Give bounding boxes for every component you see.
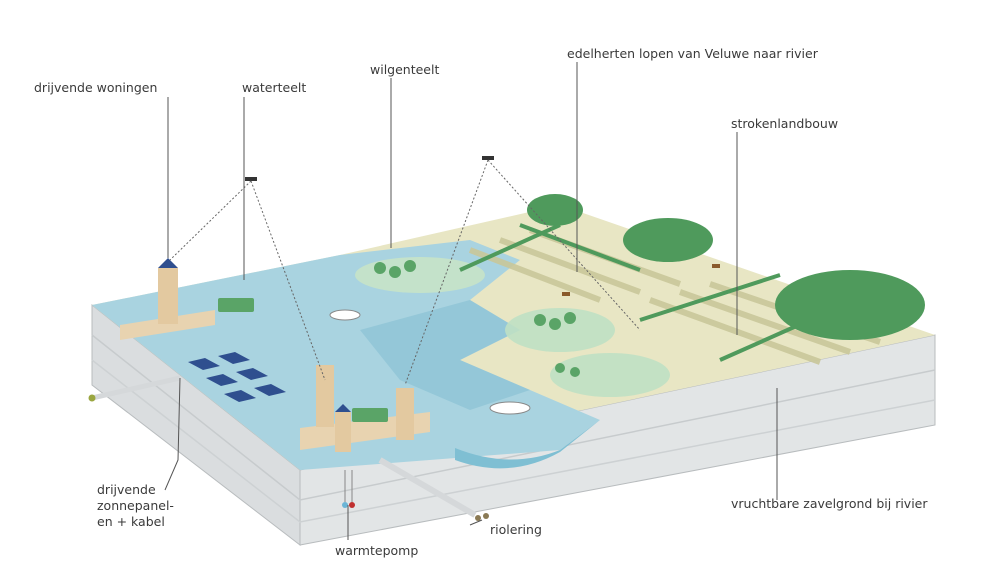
water-body (92, 240, 600, 470)
solar-panel-icon (188, 352, 286, 402)
drone-icon (245, 156, 494, 181)
label-solar-line-3: en + kabel (97, 514, 165, 529)
boat-icon (489, 401, 531, 415)
label-fertile-soil: vruchtbare zavelgrond bij rivier (731, 496, 928, 511)
forest (775, 270, 925, 340)
river-channel (360, 300, 530, 410)
deer-icon (562, 264, 720, 296)
marsh-patch (550, 353, 670, 397)
pipe-icon (342, 457, 489, 521)
marsh-patch (505, 308, 615, 352)
willow-grove (374, 260, 580, 377)
label-sewerage: riolering (490, 522, 542, 537)
leader-lines (164, 62, 778, 540)
label-floating-homes: drijvende woningen (34, 80, 158, 95)
floating-home (300, 365, 430, 452)
solar-cable (88, 375, 181, 402)
label-aquaculture: waterteelt (242, 80, 307, 95)
aquaculture-nets (218, 298, 388, 422)
forest (527, 194, 583, 226)
forest (623, 218, 713, 262)
soil-layer-line (91, 359, 936, 523)
floating-home (120, 258, 215, 340)
label-heat-pump: warmtepomp (335, 543, 419, 558)
boat-icon (329, 309, 361, 321)
label-red-deer: edelherten lopen van Veluwe naar rivier (567, 46, 818, 61)
label-solar-line-1: drijvende (97, 482, 156, 497)
drone-sightline (169, 159, 641, 386)
hedgerows (459, 223, 811, 362)
label-solar-line-2: zonnepanel- (97, 498, 174, 513)
river-cross-section (455, 420, 600, 469)
marsh-patch (355, 257, 485, 293)
label-strip-farming: strokenlandbouw (731, 116, 839, 131)
soil-layer-line (91, 334, 936, 501)
label-willow: wilgenteelt (370, 62, 440, 77)
